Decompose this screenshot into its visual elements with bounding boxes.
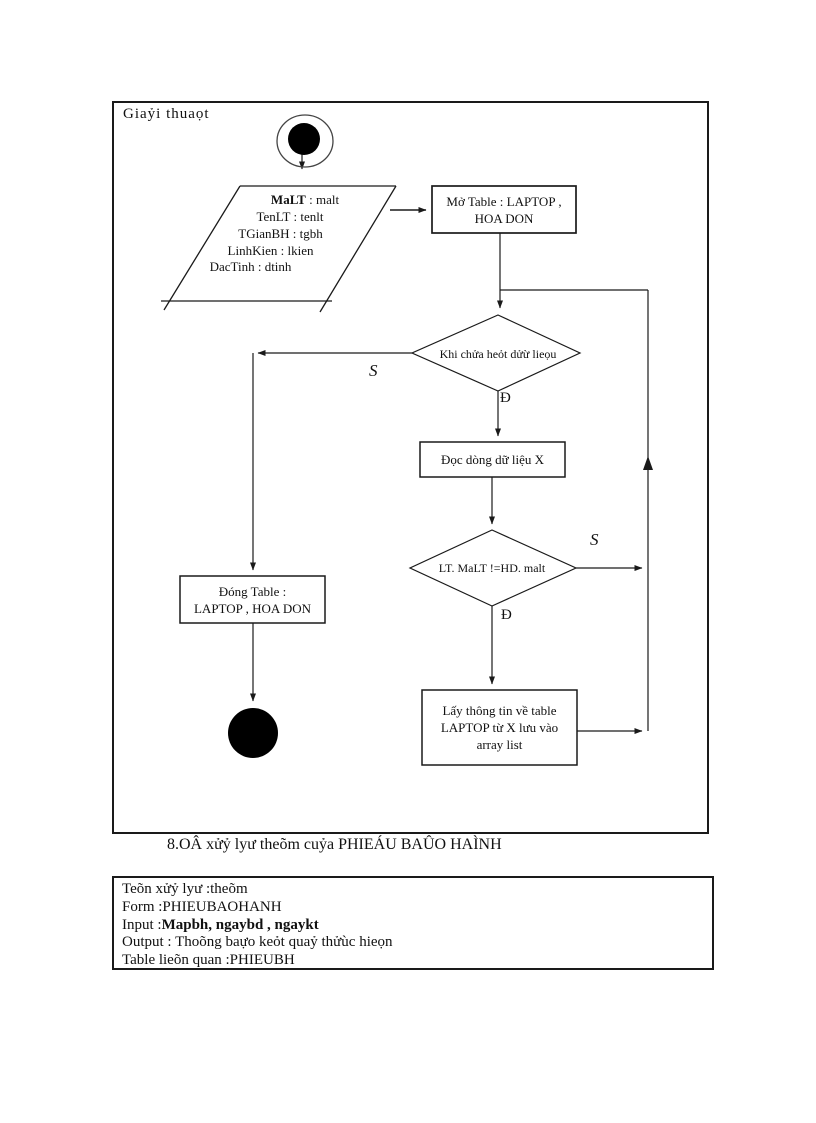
decision1-no-label: S [369, 361, 378, 380]
info-line-form: Form :PHIEUBAOHANH [122, 898, 282, 915]
open-table-box-shape [431, 185, 577, 234]
input-line-1-rest: : malt [305, 192, 340, 207]
input-line-5: DacTinh : dtinh [209, 259, 292, 274]
info-input-label: Input : [122, 916, 162, 933]
close-table-box-shape [179, 575, 326, 624]
open-table-line-2: HOA DON [474, 210, 534, 226]
collect-box-shape [421, 689, 578, 766]
close-table-box: Đóng Table : LAPTOP , HOA DON [180, 576, 325, 623]
decision2-yes-label: Đ [501, 607, 512, 623]
input-parallelogram-left [163, 185, 241, 311]
end-node [228, 708, 278, 758]
decision1-diamond [410, 314, 582, 392]
close-table-line-2: LAPTOP , HOA DON [193, 600, 311, 616]
flowchart-frame [112, 101, 709, 834]
start-node-ring [276, 114, 334, 168]
figure-caption: 8.OÂ xửỷ lyư theõm cuỷa PHIEÁU BAÛO HAÌN… [167, 836, 502, 853]
input-parallelogram-right [319, 185, 397, 313]
decision1-yes-label: Đ [500, 390, 511, 406]
start-node-dot [288, 123, 320, 155]
info-line-output: Output : Thoõng baựo keỏt quaỷ thửùc hie… [122, 934, 393, 951]
info-input-value: Mapbh, ngaybd , ngaykt [161, 916, 319, 933]
open-table-line-1: Mở Table : LAPTOP , [446, 193, 562, 209]
algorithm-label: Giaỷi thuaọt [123, 106, 210, 122]
read-box: Đọc dòng dữ liệu X [440, 452, 545, 467]
read-box-shape [419, 441, 566, 478]
input-line-1: MaLT : malt [240, 192, 370, 208]
collect-line-1: Lấy thông tin về table [442, 703, 557, 718]
close-table-line-1: Đóng Table : [218, 583, 287, 599]
input-line-4: LinhKien : lkien [227, 243, 314, 258]
decision1-text: Khi chửa heỏt dửừ lieọu [439, 347, 557, 361]
decision2-no-label: S [590, 530, 599, 549]
loop-up-arrowhead [643, 456, 653, 470]
info-line-input: Input :Mapbh, ngaybd , ngaykt [122, 917, 704, 935]
input-line-2: TenLT : tenlt [256, 209, 324, 224]
process-info-box: Teõn xửỷ lyư :theõm Form :PHIEUBAOHANH I… [112, 876, 714, 970]
collect-line-3: array list [476, 737, 523, 752]
info-line-table: Table lieõn quan :PHIEUBH [122, 952, 295, 969]
input-line-3: TGianBH : tgbh [238, 226, 323, 241]
collect-box: Lấy thông tin về table LAPTOP từ X lưu v… [422, 690, 577, 765]
collect-line-2: LAPTOP từ X lưu vào [440, 720, 559, 735]
decision2-text: LT. MaLT !=HD. malt [438, 561, 546, 575]
open-table-box: Mở Table : LAPTOP , HOA DON [432, 186, 576, 233]
decision2-diamond [408, 529, 578, 607]
info-line-name: Teõn xửỷ lyư :theõm [122, 881, 248, 897]
input-line-1-bold: MaLT [270, 192, 306, 207]
